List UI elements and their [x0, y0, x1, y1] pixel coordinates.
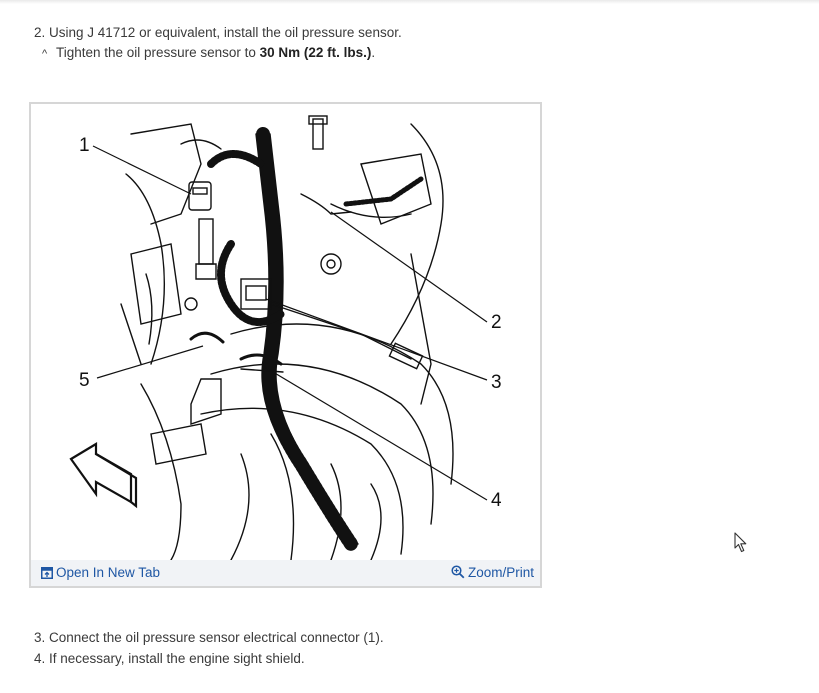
step-4-text: 4. If necessary, install the engine sigh… [34, 651, 305, 666]
diagram-figure: 1 2 3 4 5 Open In New Tab Zoom/Print [29, 102, 542, 588]
step-3-text: 3. Connect the oil pressure sensor elect… [34, 630, 384, 645]
torque-value: 30 Nm (22 ft. lbs.) [259, 45, 372, 60]
callout-3: 3 [491, 372, 502, 393]
figure-toolbar: Open In New Tab Zoom/Print [31, 560, 540, 586]
mouse-pointer-icon [734, 532, 747, 553]
callout-4: 4 [491, 490, 502, 511]
open-tab-icon [41, 567, 53, 579]
top-bar [0, 0, 819, 4]
callout-5: 5 [79, 370, 90, 391]
caret-icon: ^ [42, 48, 48, 60]
zoom-icon [451, 565, 465, 579]
step-2-substep: ^ Tighten the oil pressure sensor to 30 N… [42, 44, 375, 63]
substep-suffix: . [371, 45, 376, 60]
open-new-tab-label: Open In New Tab [56, 565, 161, 580]
zoom-print-link[interactable]: Zoom/Print [451, 565, 534, 580]
engine-diagram: 1 2 3 4 5 [69, 115, 502, 560]
callout-1: 1 [79, 135, 90, 156]
step-2-text: 2. Using J 41712 or equivalent, install … [34, 25, 402, 40]
zoom-print-label: Zoom/Print [467, 565, 534, 580]
open-new-tab-link[interactable]: Open In New Tab [41, 565, 160, 580]
callout-2: 2 [491, 312, 502, 333]
substep-prefix: Tighten the oil pressure sensor to [56, 45, 260, 60]
